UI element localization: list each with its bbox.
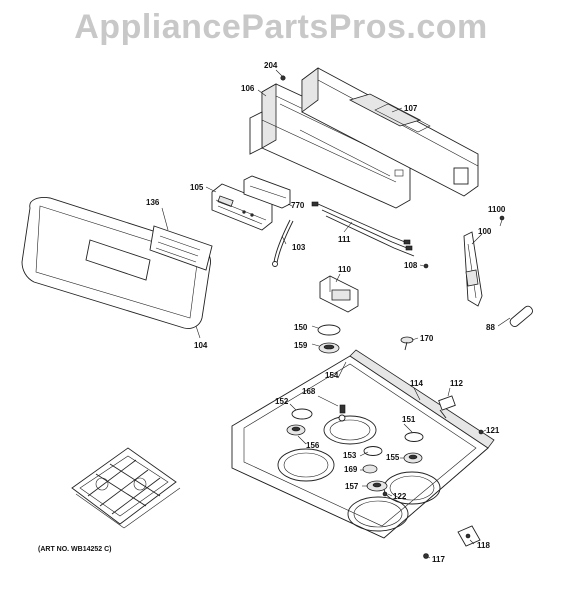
- backsplash-panel-106: [249, 83, 411, 209]
- clip-122: [382, 491, 388, 497]
- callout-105: 105: [190, 183, 204, 192]
- burner-cap-153: [363, 446, 383, 456]
- spacer-88: [509, 305, 533, 328]
- callout-156: 156: [306, 441, 320, 450]
- callout-117: 117: [432, 555, 445, 564]
- callout-1100: 1100: [488, 205, 506, 214]
- cooktop-114: [231, 349, 495, 539]
- nameplate-136: [149, 225, 213, 271]
- callout-labels: 204 106 107 105 770 1100 136 111 100 103…: [146, 61, 506, 564]
- callout-169: 169: [344, 465, 358, 474]
- callout-100: 100: [478, 227, 492, 236]
- spark-module-112: [438, 395, 456, 419]
- screw-117: [423, 553, 429, 559]
- burner-head-155: [403, 452, 423, 464]
- screw-170: [400, 336, 414, 351]
- burner-head-169: [362, 464, 378, 474]
- rod-103: [272, 219, 294, 267]
- callout-155: 155: [386, 453, 400, 462]
- bracket-770: [243, 175, 291, 209]
- art-number: (ART NO. WB14252 C): [38, 546, 112, 553]
- callout-114: 114: [410, 379, 423, 388]
- callout-204: 204: [264, 61, 278, 70]
- callout-121: 121: [486, 426, 500, 435]
- callout-112: 112: [450, 379, 463, 388]
- callout-122: 122: [393, 492, 407, 501]
- control-panel-104: [21, 197, 211, 329]
- callout-107: 107: [404, 104, 418, 113]
- callout-103: 103: [292, 243, 306, 252]
- screw-121: [478, 429, 484, 435]
- callout-110: 110: [338, 265, 351, 274]
- screw-204: [275, 69, 286, 81]
- wire-harness-111: [311, 201, 415, 257]
- bracket-118: [457, 525, 481, 547]
- callout-106: 106: [241, 84, 255, 93]
- screw-108: [423, 263, 429, 269]
- leader-lines: [161, 89, 511, 559]
- burner-head-157: [366, 480, 388, 492]
- callout-770: 770: [291, 201, 305, 210]
- burner-cap-151: [404, 432, 424, 442]
- callout-136: 136: [146, 198, 160, 207]
- burner-cap-152: [291, 408, 313, 420]
- callout-152: 152: [275, 397, 289, 406]
- screw-1100: [499, 215, 505, 221]
- terminal-block-110: [319, 275, 359, 313]
- callout-108: 108: [404, 261, 418, 270]
- callout-104: 104: [194, 341, 208, 350]
- side-trim-100: [463, 231, 483, 307]
- orifice-168: [338, 404, 346, 422]
- burner-head-159: [318, 342, 340, 354]
- callout-150: 150: [294, 323, 308, 332]
- callout-153: 153: [343, 451, 357, 460]
- callout-118: 118: [477, 541, 490, 550]
- watermark: AppliancePartsPros.com: [74, 8, 488, 46]
- burner-grates: [71, 447, 181, 529]
- callout-157: 157: [345, 482, 359, 491]
- callout-168: 168: [302, 387, 316, 396]
- callout-170: 170: [420, 334, 434, 343]
- callout-111: 111: [338, 235, 351, 244]
- callout-159: 159: [294, 341, 308, 350]
- burner-head-156: [286, 424, 306, 436]
- callout-154: 154: [325, 371, 339, 380]
- burner-cap-150: [317, 324, 341, 336]
- control-board-105: [211, 183, 273, 231]
- callout-88: 88: [486, 323, 495, 332]
- callout-151: 151: [402, 415, 416, 424]
- top-cover-107: [301, 67, 479, 197]
